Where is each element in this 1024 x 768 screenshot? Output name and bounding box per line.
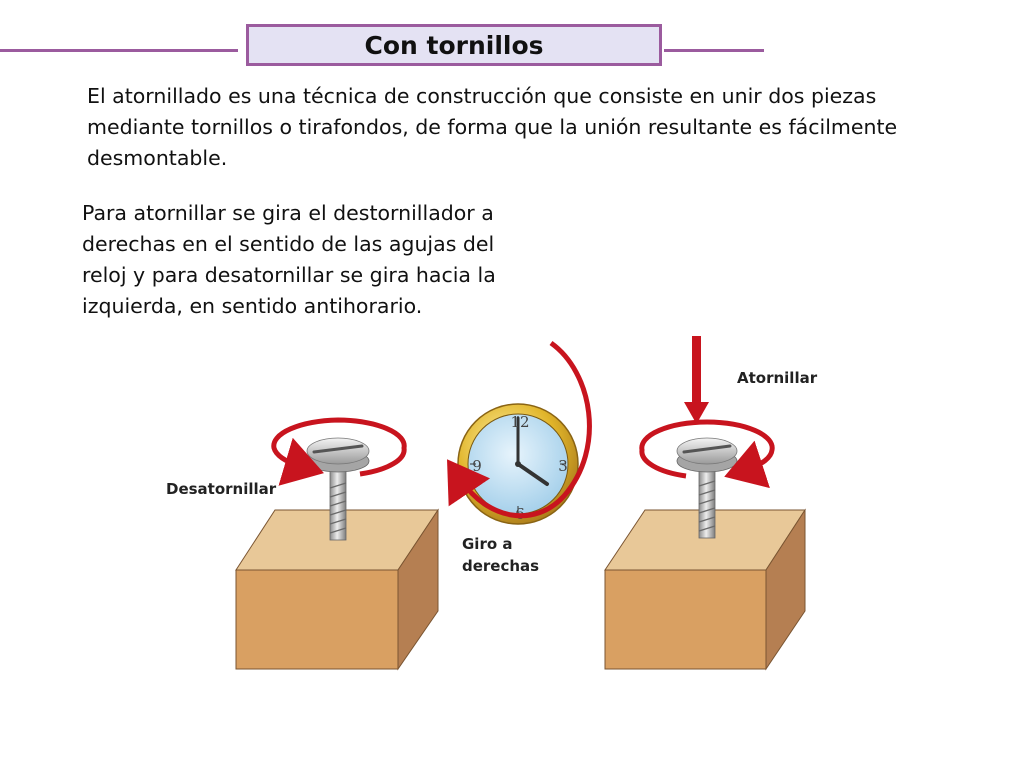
clock-numeral-9: 9 bbox=[472, 457, 482, 475]
slide-title: Con tornillos bbox=[246, 24, 662, 66]
title-decor-line-left bbox=[0, 49, 238, 52]
down-arrow-icon bbox=[684, 336, 709, 424]
clock-numeral-12: 12 bbox=[510, 413, 529, 431]
clock-numeral-3: 3 bbox=[558, 457, 568, 475]
rotation-paragraph: Para atornillar se gira el destornillado… bbox=[82, 201, 496, 318]
intro-paragraph: El atornillado es una técnica de constru… bbox=[87, 84, 898, 170]
rotation-arrow-icon bbox=[639, 419, 775, 489]
wood-block-icon bbox=[604, 508, 806, 671]
title-decor-line-right bbox=[664, 49, 764, 52]
rotation-arrow-icon bbox=[446, 340, 592, 519]
label-giro-a-derechas: Giro a derechas bbox=[462, 535, 540, 575]
label-atornillar: Atornillar bbox=[737, 369, 818, 387]
label-desatornillar: Desatornillar bbox=[166, 480, 277, 498]
rotation-arrow-icon bbox=[271, 417, 407, 486]
